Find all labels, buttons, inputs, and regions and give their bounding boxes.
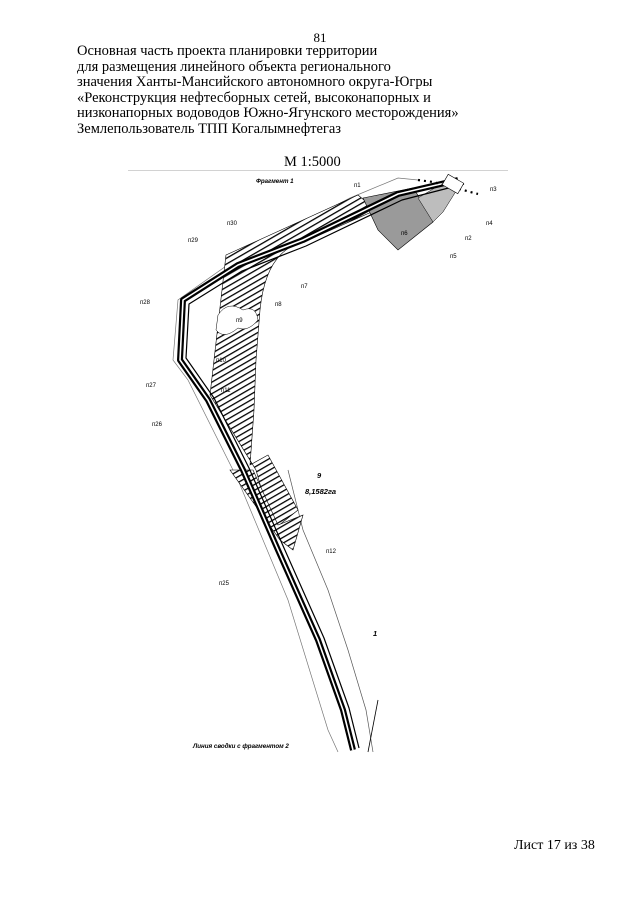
point-label: п10 bbox=[216, 358, 227, 364]
page-number: 81 bbox=[313, 30, 327, 45]
title-line: Землепользователь ТПП Когалымнефтегаз bbox=[77, 120, 342, 137]
title-line: для размещения линейного объекта региона… bbox=[77, 58, 391, 75]
pipeline-axis bbox=[179, 179, 459, 751]
point-label: п12 bbox=[326, 549, 337, 555]
point-label: п1 bbox=[354, 183, 361, 189]
point-label: п25 bbox=[219, 581, 230, 587]
title-line: «Реконструкция нефтесборных сетей, высок… bbox=[77, 89, 431, 106]
point-label: п11 bbox=[221, 388, 231, 394]
point-label: п29 bbox=[188, 238, 199, 244]
parcel-number: 9 bbox=[317, 471, 322, 480]
site-marker bbox=[441, 173, 465, 195]
sheet-number: Лист 17 из 38 bbox=[514, 838, 595, 853]
point-label: п30 bbox=[227, 221, 238, 227]
boundary-outer bbox=[172, 177, 419, 753]
clearing bbox=[215, 305, 259, 335]
segment-number: 1 bbox=[373, 629, 377, 638]
title-line: Основная часть проекта планировки террит… bbox=[77, 43, 378, 59]
point-label: п7 bbox=[301, 284, 308, 290]
planning-map: Фрагмент 1 п1 п2 п3 п4 п5 п6 п7 п8 п9 п1… bbox=[128, 170, 508, 760]
fragment-label: Фрагмент 1 bbox=[256, 178, 294, 185]
point-label: п27 bbox=[146, 383, 157, 389]
map-scale: М 1:5000 bbox=[284, 154, 341, 170]
match-line-label: Линия сводки с фрагментом 2 bbox=[192, 743, 289, 750]
document-title: Основная часть проекта планировки террит… bbox=[77, 43, 577, 138]
point-label: п5 bbox=[450, 254, 457, 260]
point-label: п3 bbox=[490, 187, 497, 193]
title-line: низконапорных водоводов Южно-Ягунского м… bbox=[77, 105, 459, 122]
pipeline-edge bbox=[185, 183, 465, 749]
pipeline-corridor bbox=[177, 177, 459, 751]
point-label: п8 bbox=[275, 302, 282, 308]
point-label: п26 bbox=[152, 422, 163, 428]
point-label: п4 bbox=[486, 221, 493, 227]
point-label: п6 bbox=[401, 231, 408, 237]
point-label: п2 bbox=[465, 236, 472, 242]
lower-line bbox=[367, 699, 379, 753]
map-drawing: Фрагмент 1 п1 п2 п3 п4 п5 п6 п7 п8 п9 п1… bbox=[128, 170, 508, 753]
title-line: значения Ханты-Мансийского автономного о… bbox=[77, 74, 433, 91]
point-label: п28 bbox=[140, 300, 151, 306]
point-label: п9 bbox=[236, 318, 243, 324]
boundary-inner bbox=[287, 469, 374, 753]
parcel-area: 8,1582га bbox=[305, 487, 336, 496]
